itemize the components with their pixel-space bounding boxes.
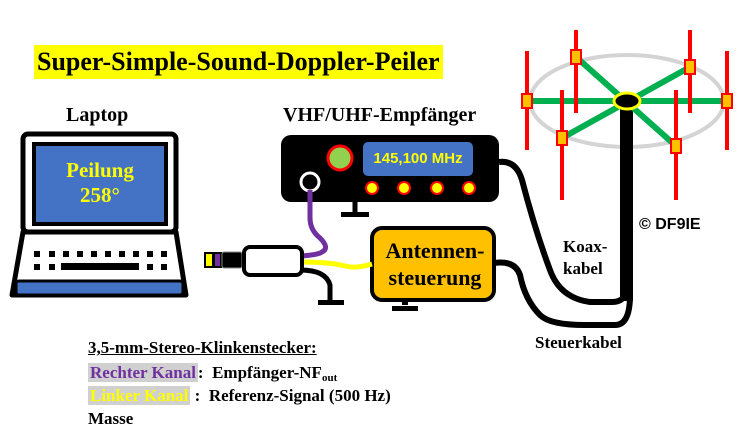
- bearing-value: 258°: [80, 183, 120, 207]
- controller-line2: steuerung: [388, 265, 482, 290]
- antenna-mast: [620, 106, 633, 301]
- reference-cable: [299, 259, 373, 270]
- control-cable: [493, 259, 633, 328]
- antenna-controller-label: Antennen- steuerung: [372, 237, 498, 291]
- receiver-heading: VHF/UHF-Empfänger: [283, 104, 477, 126]
- laptop-keys: [34, 251, 167, 270]
- subscript-out: out: [321, 372, 338, 384]
- laptop-heading: Laptop: [66, 104, 129, 126]
- ground-symbol: [318, 300, 344, 305]
- right-channel-label: Rechter Kanal: [88, 363, 198, 382]
- laptop-graphic: [9, 131, 189, 298]
- left-channel-description: Referenz-Signal (500 Hz): [208, 386, 391, 405]
- legend-row-right-channel: Rechter Kanal: Empfänger-NFout: [88, 363, 338, 384]
- bearing-label: Peilung: [66, 158, 134, 182]
- coax-line2: kabel: [563, 259, 603, 278]
- copyright-notice: © DF9IE: [639, 216, 701, 233]
- separator: :: [194, 386, 201, 405]
- ground-label: Masse: [88, 409, 134, 428]
- coax-line1: Koax-: [563, 237, 608, 256]
- laptop-screen: Peilung 258°: [36, 158, 164, 208]
- diagram-title: Super-Simple-Sound-Doppler-Peiler: [34, 45, 443, 79]
- controller-line1: Antennen-: [385, 238, 485, 263]
- receiver-graphic: [281, 135, 499, 217]
- frequency-display: 145,100 MHz: [373, 150, 463, 167]
- dipole-feed-points: [521, 49, 733, 154]
- coax-cable: [498, 158, 629, 305]
- left-channel-label: Linker Kanal: [88, 386, 191, 405]
- legend-row-ground: Masse: [88, 409, 133, 429]
- legend-row-left-channel: Linker Kanal : Referenz-Signal (500 Hz): [88, 386, 391, 406]
- coax-cable-label: Koax- kabel: [563, 236, 607, 280]
- antenna-hub: [612, 91, 642, 111]
- legend-title: 3,5-mm-Stereo-Klinkenstecker:: [88, 338, 317, 357]
- control-cable-label: Steuerkabel: [535, 333, 622, 352]
- stereo-plug-graphic: [204, 245, 304, 277]
- ground-cable: [299, 267, 333, 300]
- right-channel-description: Empfänger-NF: [212, 363, 322, 382]
- separator: :: [197, 363, 204, 382]
- nf-cable: [299, 190, 328, 259]
